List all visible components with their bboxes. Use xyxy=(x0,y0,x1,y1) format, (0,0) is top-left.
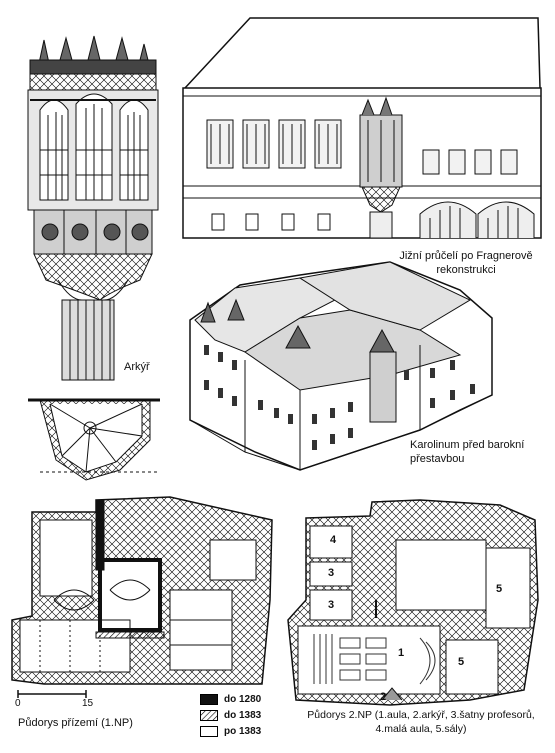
legend-swatch-do-1280 xyxy=(200,694,218,705)
ground-plan-caption: Půdorys přízemí (1.NP) xyxy=(18,717,133,729)
legend-swatch-po-1383 xyxy=(200,726,218,737)
oriel-plan-drawing xyxy=(28,398,160,481)
scale-fifteen: 15 xyxy=(82,698,94,709)
legend-label: do 1383 xyxy=(224,710,262,721)
south-facade-caption-line1: Jižní průčelí po Fragnerově xyxy=(399,250,533,262)
room-number-1: 1 xyxy=(398,647,405,659)
karolinum-caption-line2: přestavbou xyxy=(410,453,465,465)
legend-item: po 1383 xyxy=(200,726,261,737)
karolinum-caption-line1: Karolinum před barokní xyxy=(410,439,525,451)
karolinum-drawing xyxy=(189,261,493,471)
room-number-5: 5 xyxy=(458,656,465,668)
legend-label: po 1383 xyxy=(224,726,262,737)
legend-swatch-do-1383 xyxy=(200,710,218,721)
room-number-3: 3 xyxy=(328,567,335,579)
second-floor-caption-line2: 4.malá aula, 5.sály) xyxy=(375,723,467,735)
room-number-2: 2 xyxy=(380,691,387,703)
legend-label: do 1280 xyxy=(224,694,262,705)
oriel-drawing xyxy=(27,35,159,381)
legend-item: do 1280 xyxy=(200,694,261,705)
ground-floor-plan xyxy=(11,496,273,698)
legend-item: do 1383 xyxy=(200,710,261,721)
oriel-caption: Arkýř xyxy=(124,361,150,373)
scale-zero: 0 xyxy=(15,698,21,709)
second-floor-caption: Půdorys 2.NP (1.aula, 2.arkýř, 3.šatny p… xyxy=(290,708,552,736)
room-number-3: 3 xyxy=(328,599,335,611)
second-floor-caption-line1: Půdorys 2.NP (1.aula, 2.arkýř, 3.šatny p… xyxy=(307,709,535,721)
room-number-5: 5 xyxy=(496,583,503,595)
south-facade-caption-line2: rekonstrukci xyxy=(436,264,496,276)
second-floor-plan xyxy=(287,499,539,706)
karolinum-caption: Karolinum před barokní přestavbou xyxy=(410,438,524,466)
room-number-4: 4 xyxy=(330,534,337,546)
south-facade-caption: Jižní průčelí po Fragnerově rekonstrukci xyxy=(378,249,554,277)
south-facade-drawing xyxy=(182,17,542,239)
